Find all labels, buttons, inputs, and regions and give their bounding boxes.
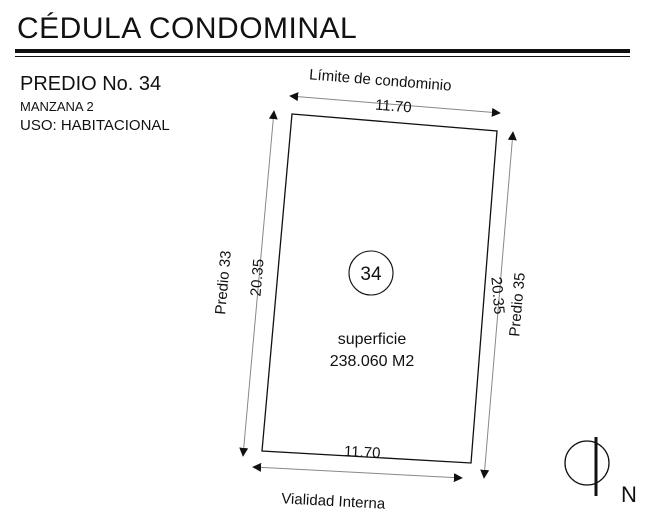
title-underline-thin	[15, 56, 630, 57]
left-dimension-line	[239, 110, 278, 457]
left-boundary-label: Predio 33	[212, 250, 235, 315]
lot-info-block: PREDIO No. 34 MANZANA 2 USO: HABITACIONA…	[20, 72, 170, 135]
area-label: superficie	[338, 331, 407, 348]
bottom-dimension-line	[252, 462, 463, 483]
north-arrow-icon	[564, 437, 610, 496]
title-underline-thick	[15, 49, 630, 53]
right-dimension-value: 20.35	[487, 276, 507, 315]
lot-outline	[261, 113, 498, 464]
lot-number: 34	[360, 264, 382, 285]
lot-number-circle	[348, 250, 394, 296]
bottom-dimension-value: 11.70	[344, 443, 381, 462]
top-boundary-label: Límite de condominio	[309, 66, 452, 94]
bottom-boundary-label: Vialidad Interna	[281, 490, 386, 512]
page-title: CÉDULA CONDOMINAL	[17, 12, 358, 45]
right-boundary-label: Predio 35	[506, 272, 529, 337]
lot-label: PREDIO No. 34	[20, 73, 162, 95]
top-dimension-line	[289, 92, 501, 117]
left-dimension-value: 20.35	[247, 258, 267, 297]
area-value: 238.060 M2	[330, 353, 415, 370]
right-dimension-line	[480, 131, 517, 479]
block-label: MANZANA 2	[20, 99, 94, 114]
north-label: N	[621, 482, 637, 507]
use-label: USO: HABITACIONAL	[20, 116, 170, 134]
top-dimension-value: 11.70	[375, 97, 413, 117]
